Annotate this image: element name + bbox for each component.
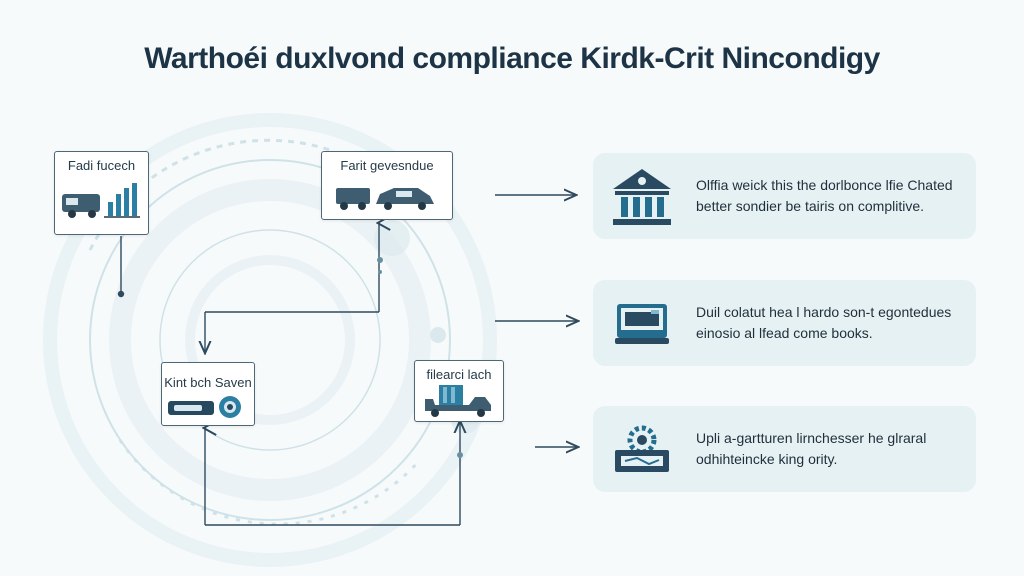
node-label: Farit gevesndue: [340, 158, 434, 173]
connector-lines: [117, 195, 578, 526]
panel-text: Olffia weick this the dorlbonce lfie Cha…: [696, 175, 971, 217]
node-label: Kint bch Saven: [164, 375, 252, 390]
panel-line-2: better sondier be tairis on complitive.: [696, 198, 924, 214]
node-fadi-fucech[interactable]: Fadi fucech: [54, 151, 149, 235]
node-kint-bch-saven[interactable]: Kint bch Saven: [161, 362, 255, 426]
panel-line-1: Olffia weick this the dorlbonce lfie Cha…: [696, 177, 953, 193]
monitor-icon: [615, 304, 669, 344]
device-icon: [168, 396, 241, 418]
panel-line-1: Upli a-gartturen lirnchesser he glraral: [696, 430, 927, 446]
panel-line-2: odhihteincke king ority.: [696, 451, 838, 467]
truck-chart-icon: [62, 183, 140, 218]
gear-machine-icon: [615, 425, 669, 472]
page-title: Warthoéi duxlvond compliance Kirdk-Crit …: [144, 42, 880, 75]
node-farit-gevesndue[interactable]: Farit gevesndue: [321, 151, 453, 220]
panel-text: Upli a-gartturen lirnchesser he glraral …: [696, 428, 971, 470]
info-panel-1: Olffia weick this the dorlbonce lfie Cha…: [593, 153, 976, 239]
node-filearci-lach[interactable]: filearci lach: [414, 360, 504, 422]
panel-line-2: einosio al lfead come books.: [696, 325, 873, 341]
info-panel-2: Duil colatut hea l hardo son-t egontedue…: [593, 280, 976, 366]
panel-text: Duil colatut hea l hardo son-t egontedue…: [696, 302, 971, 344]
cargo-truck-icon: [425, 385, 491, 417]
panel-line-1: Duil colatut hea l hardo son-t egontedue…: [696, 304, 952, 320]
info-panel-3: Upli a-gartturen lirnchesser he glraral …: [593, 406, 976, 492]
node-label: filearci lach: [426, 367, 492, 382]
truck-car-icon: [336, 188, 434, 210]
node-label: Fadi fucech: [67, 158, 136, 173]
bank-building-icon: [613, 169, 671, 225]
